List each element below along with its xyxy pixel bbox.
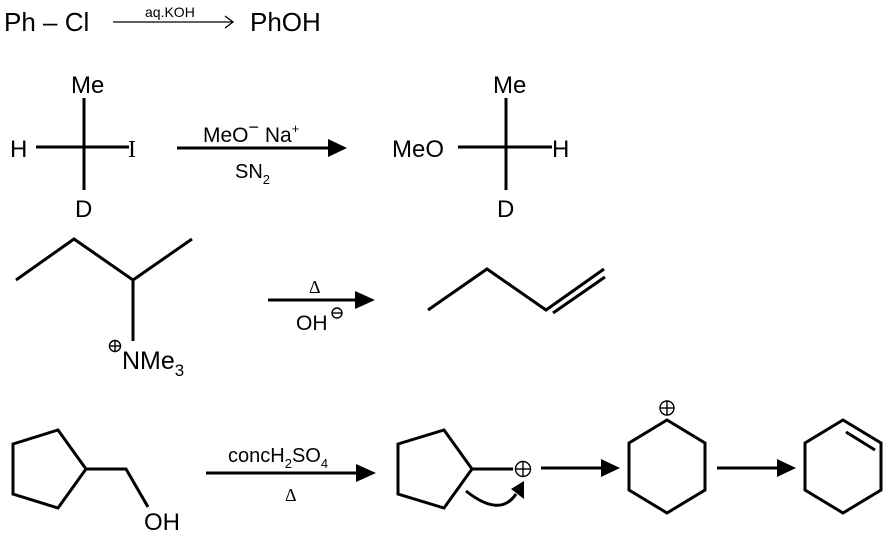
- r2-reactant-top: Me: [71, 72, 104, 99]
- r4-int2-plus-charge-icon: [659, 400, 675, 416]
- r4-arrow-3-head: [777, 459, 796, 477]
- r2-product-left: MeO: [392, 136, 444, 163]
- r3-product-double-bond: [552, 275, 606, 315]
- r2-reactant-right: I: [128, 137, 136, 163]
- r4-product-ring: [803, 418, 883, 515]
- reaction-2: Me H I D MeO− Na+ SN2 Me MeO H D: [10, 72, 569, 223]
- r4-int1-ring: [396, 428, 474, 510]
- r4-arrow-head: [356, 464, 376, 482]
- r4-reactant-ring: [11, 428, 88, 510]
- r4-curved-arrow-head: [511, 481, 524, 499]
- r4-product: [803, 418, 883, 515]
- r3-reactant: NMe3: [15, 237, 193, 380]
- r2-arrow-head: [328, 139, 347, 157]
- r4-arrow-2-head: [601, 459, 620, 477]
- r4-product-double-bond: [845, 430, 876, 452]
- r2-product-fischer: Me MeO H D: [392, 72, 569, 223]
- r1-reactant: Ph – Cl: [4, 7, 89, 37]
- r4-int2-ring: [627, 418, 707, 515]
- r3-minus-charge-icon: [331, 307, 343, 319]
- r2-arrow: MeO− Na+ SN2: [177, 117, 347, 187]
- r4-arrow: concH2SO4 Δ: [206, 445, 376, 505]
- r3-reactant-chain: [15, 237, 193, 282]
- r2-product-top: Me: [493, 72, 526, 99]
- r2-product-right: H: [552, 136, 569, 163]
- r4-intermediate-2: [627, 400, 707, 515]
- r3-arrow-head: [355, 291, 375, 309]
- r2-product-bottom: D: [497, 196, 514, 223]
- r3-product-chain: [427, 267, 605, 312]
- r4-curved-arrow-shaft: [465, 489, 518, 507]
- r3-plus-charge-icon: [108, 339, 122, 353]
- r4-reagent-above: concH2SO4: [228, 445, 328, 471]
- r4-arrow-3: [717, 459, 796, 477]
- r1-arrow-head: [224, 15, 235, 29]
- r4-reactant-chain: [86, 467, 150, 508]
- r2-reagent-below: SN2: [235, 161, 270, 187]
- r3-product: [427, 267, 606, 315]
- r2-reagent-above: MeO− Na+: [203, 117, 299, 147]
- reaction-4: OH concH2SO4 Δ: [11, 400, 883, 536]
- r2-reactant-left: H: [10, 136, 27, 163]
- reaction-3: NMe3 Δ OH: [15, 237, 606, 380]
- r4-reactant: OH: [11, 428, 180, 536]
- r2-reactant-bottom: D: [75, 196, 92, 223]
- r3-reactant-substituent: NMe3: [122, 347, 184, 380]
- r1-arrow: [113, 15, 235, 29]
- r2-reactant-fischer: Me H I D: [10, 72, 136, 223]
- r4-int1-plus-charge-icon: [514, 460, 532, 478]
- r1-product: PhOH: [250, 7, 321, 37]
- r4-reactant-substituent: OH: [144, 509, 180, 536]
- r3-reagent-above: Δ: [309, 277, 321, 297]
- r3-reagent-below: OH: [296, 312, 328, 335]
- r4-reagent-below: Δ: [285, 485, 297, 505]
- r3-arrow: Δ OH: [268, 277, 375, 335]
- reaction-1: Ph – Cl aq.KOH PhOH: [4, 4, 321, 37]
- r1-reagent: aq.KOH: [145, 4, 195, 20]
- r4-arrow-2: [541, 459, 620, 477]
- r4-intermediate-1: [396, 428, 532, 510]
